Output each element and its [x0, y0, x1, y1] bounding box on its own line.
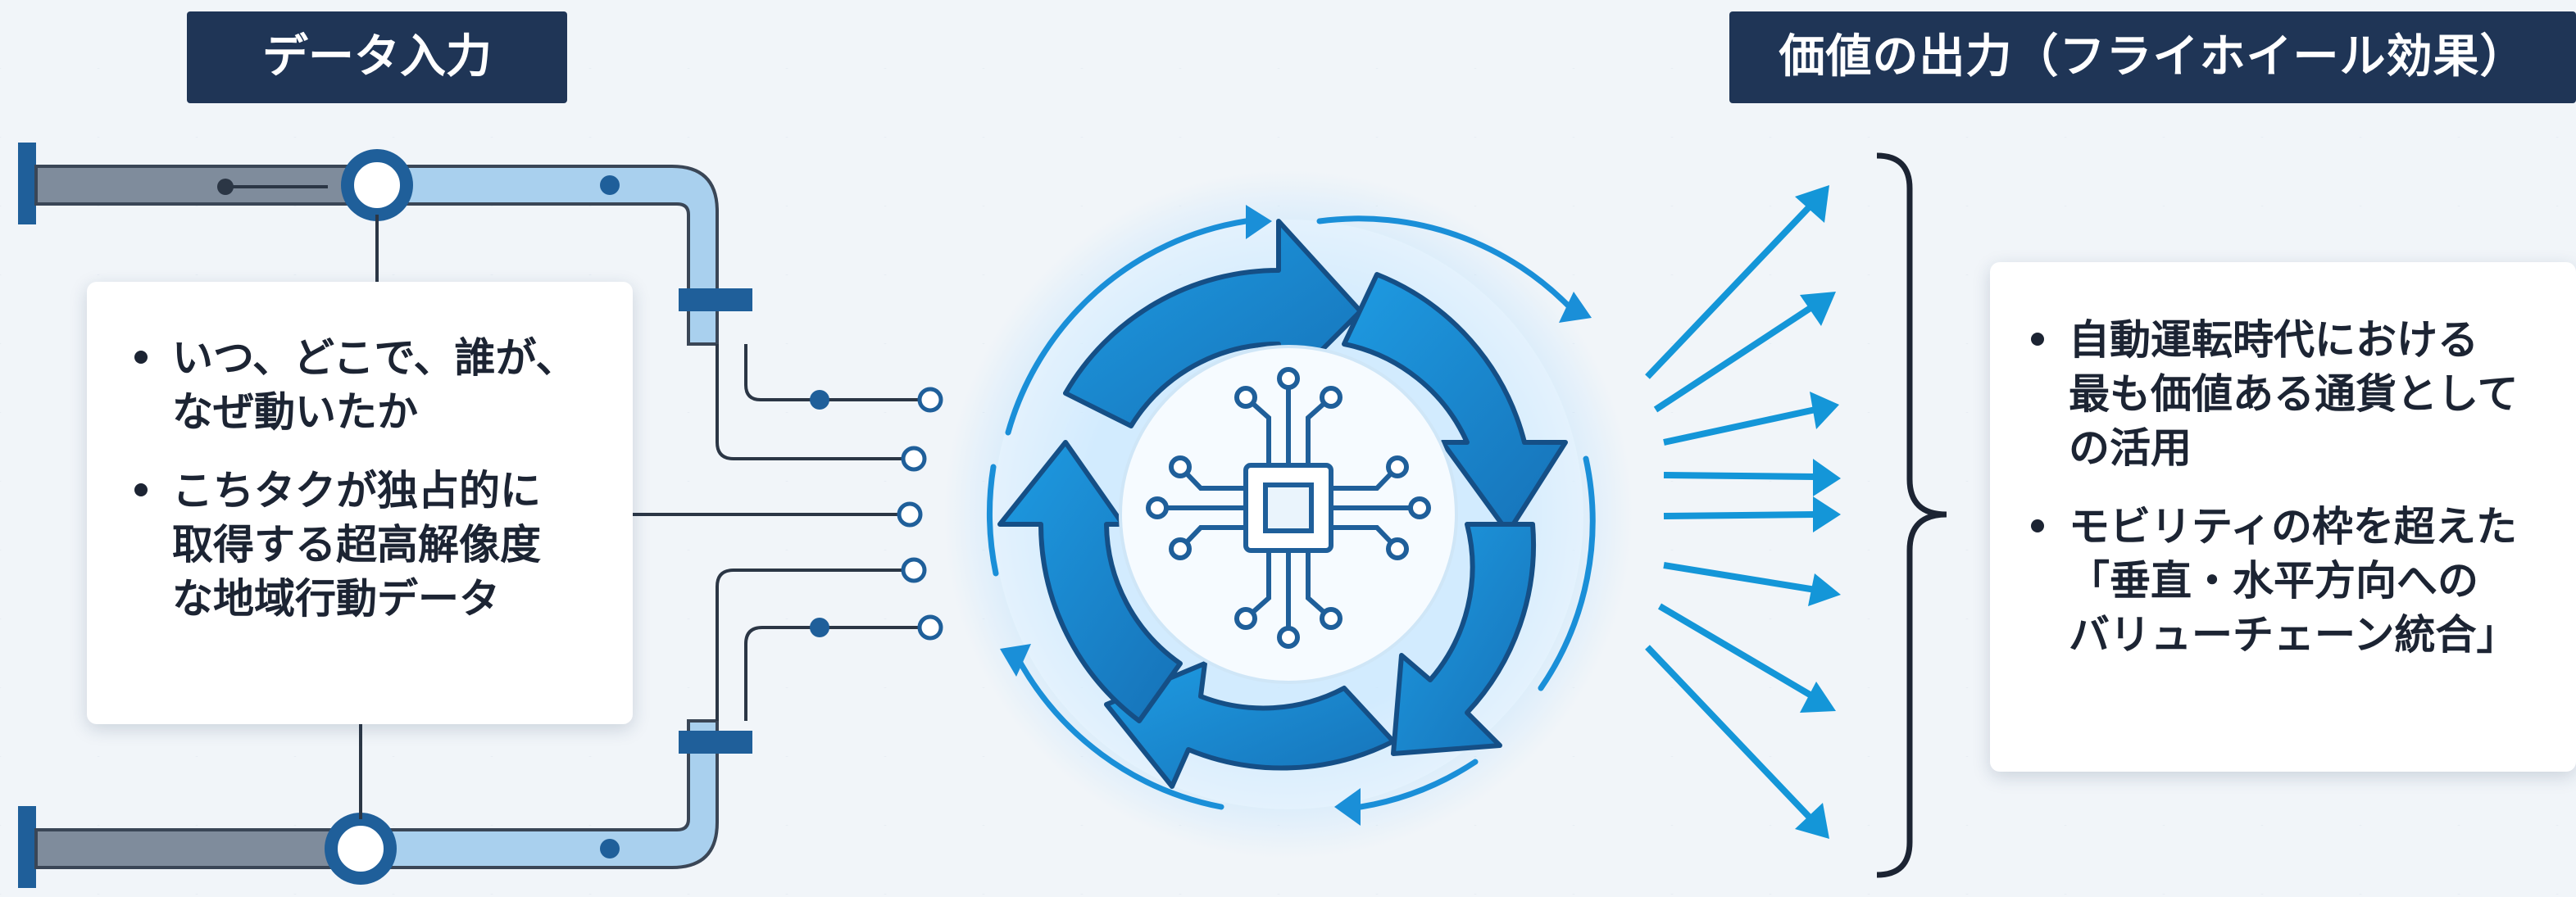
input-title: データ入力 — [187, 11, 567, 103]
input-bullet: いつ、どこで、誰が、 なぜ動いたか — [134, 331, 616, 439]
pipe-top-end-cap — [18, 143, 36, 224]
curly-brace — [1876, 152, 1947, 878]
input-bullet-list: いつ、どこで、誰が、 なぜ動いたか こちタクが独占的に 取得する超高解像度 な地… — [134, 331, 616, 626]
input-card: いつ、どこで、誰が、 なぜ動いたか こちタクが独占的に 取得する超高解像度 な地… — [87, 282, 633, 724]
bullet-dot-icon — [2031, 333, 2044, 346]
bullet-line: なぜ動いたか — [172, 388, 418, 436]
bullet-line: 取得する超高解像度 — [172, 521, 541, 569]
output-card: 自動運転時代における 最も価値ある通貨として の活用 モビリティの枠を超えた 「… — [1990, 262, 2576, 772]
input-pipes — [18, 143, 943, 888]
chip-circuit-icon — [1146, 367, 1431, 649]
pipe-bottom-blue — [359, 719, 719, 869]
bullet-line: いつ、どこで、誰が、 — [172, 334, 577, 382]
bullet-dot-icon — [134, 483, 148, 496]
output-bullet: モビリティの枠を超えた 「垂直・水平方向への バリューチェーン統合」 — [2031, 500, 2568, 662]
bullet-dot-icon — [134, 351, 148, 364]
pipe-top-valve-icon — [341, 149, 413, 221]
output-ray-arrows — [1645, 185, 1841, 839]
pipe-bottom-valve-icon — [325, 813, 397, 885]
flywheel — [944, 170, 1633, 858]
bullet-line: な地域行動データ — [172, 575, 500, 623]
bullet-dot-icon — [2031, 519, 2044, 532]
input-bullet: こちタクが独占的に 取得する超高解像度 な地域行動データ — [134, 464, 616, 626]
bullet-line: 「垂直・水平方向への — [2069, 557, 2478, 605]
output-title: 価値の出力（フライホイール効果） — [1729, 11, 2576, 103]
bullet-line: 最も価値ある通貨として — [2069, 370, 2519, 418]
pipe-bottom-flange — [679, 731, 752, 754]
pipe-bottom-gray — [34, 828, 366, 869]
pipe-bottom-end-cap — [18, 806, 36, 888]
output-bullet-list: 自動運転時代における 最も価値ある通貨として の活用 モビリティの枠を超えた 「… — [2031, 313, 2568, 662]
bullet-line: の活用 — [2069, 424, 2192, 472]
bullet-line: バリューチェーン統合」 — [2069, 611, 2518, 659]
bullet-line: こちタクが独占的に — [172, 467, 541, 514]
pipe-top-flange — [679, 288, 752, 311]
output-bullet: 自動運転時代における 最も価値ある通貨として の活用 — [2031, 313, 2568, 475]
bullet-line: 自動運転時代における — [2069, 316, 2478, 364]
bullet-line: モビリティの枠を超えた — [2069, 503, 2517, 550]
